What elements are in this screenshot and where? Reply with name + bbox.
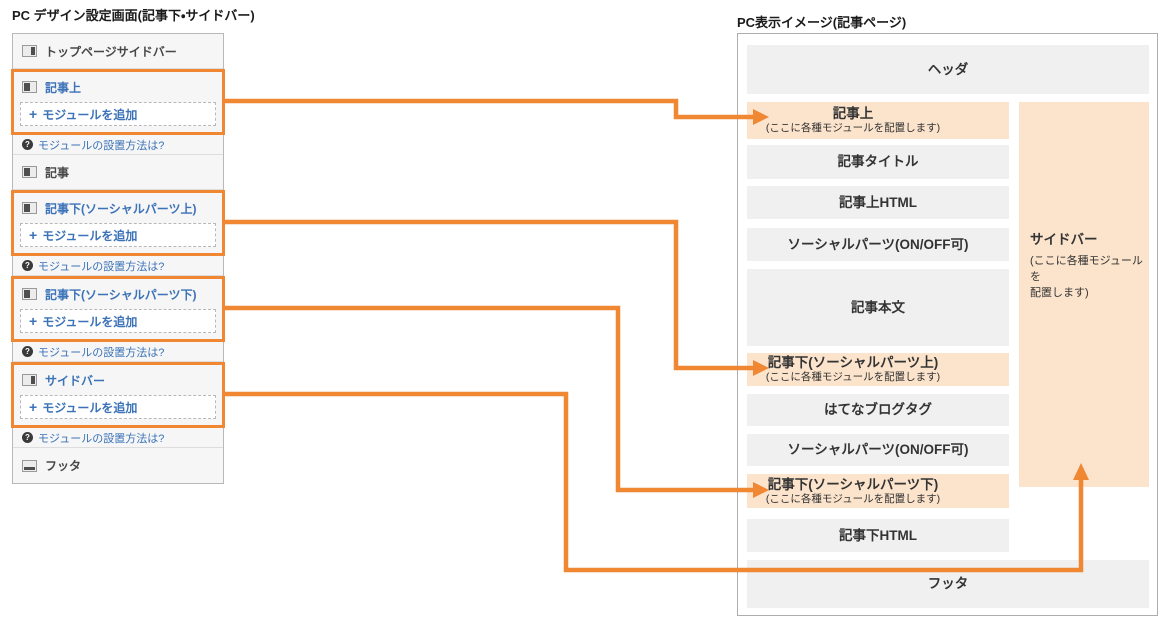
pc-preview-panel: ヘッダ 記事上 (ここに各種モジュールを配置します) 記事タイトル 記事上HTM… (737, 33, 1158, 616)
block-label: 記事下(ソーシャルパーツ上) (767, 355, 939, 371)
question-icon: ? (22, 432, 33, 443)
help-link-label: モジュールの設置方法は? (38, 432, 165, 445)
block-note: 配置します) (1030, 286, 1089, 299)
help-link-row[interactable]: ? モジュールの設置方法は? (13, 428, 223, 448)
right-figure-title: PC表示イメージ(記事ページ) (737, 15, 907, 30)
add-module-label: モジュールを追加 (42, 314, 138, 329)
preview-article-bottom-social-top-block: 記事下(ソーシャルパーツ上) (ここに各種モジュールを配置します) (747, 353, 1009, 386)
block-note: (ここに各種モジュールを配置します) (765, 492, 941, 505)
block-label: 記事下(ソーシャルパーツ下) (767, 476, 939, 492)
question-icon: ? (22, 260, 33, 271)
section-label: トップページサイドバー (45, 44, 177, 59)
add-module-label: モジュールを追加 (42, 228, 138, 243)
help-link-row[interactable]: ? モジュールの設置方法は? (13, 135, 223, 155)
block-note: (ここに各種モジュール を (1030, 255, 1143, 283)
layout-content-left-icon (22, 81, 37, 93)
section-footer[interactable]: フッタ (13, 448, 223, 483)
arrow-article-top (224, 98, 753, 120)
section-label: 記事下(ソーシャルパーツ上) (45, 201, 197, 216)
help-link-label: モジュールの設置方法は? (38, 260, 165, 273)
preview-article-body-block: 記事本文 (747, 269, 1009, 346)
plus-icon: + (29, 313, 38, 329)
block-label: フッタ (927, 576, 969, 592)
add-module-button[interactable]: + モジュールを追加 (20, 395, 216, 419)
help-link-label: モジュールの設置方法は? (38, 139, 165, 152)
plus-icon: + (29, 399, 38, 415)
section-article-bottom-social-bottom[interactable]: 記事下(ソーシャルパーツ下) (14, 279, 222, 309)
block-label: 記事下HTML (839, 527, 917, 543)
section-label: 記事下(ソーシャルパーツ下) (45, 287, 197, 302)
preview-article-top-html-block: 記事上HTML (747, 186, 1009, 219)
question-icon: ? (22, 346, 33, 357)
block-label: ヘッダ (927, 61, 969, 77)
highlight-box-sidebar: サイドバー + モジュールを追加 (11, 362, 225, 428)
layout-sidebar-right-icon (22, 45, 37, 57)
plus-icon: + (29, 106, 38, 122)
highlight-box-article-bottom-social-bottom: 記事下(ソーシャルパーツ下) + モジュールを追加 (11, 276, 225, 342)
design-settings-panel: トップページサイドバー 記事上 + モジュールを追加 ? モジュールの設置方法は… (11, 33, 225, 484)
preview-sidebar-block: サイドバー (ここに各種モジュール を 配置します) (1019, 102, 1149, 487)
add-module-label: モジュールを追加 (42, 400, 138, 415)
layout-footer-icon (22, 459, 37, 472)
arrow-article-bottom-social-bottom (224, 305, 753, 493)
plus-icon: + (29, 227, 38, 243)
block-label: 記事タイトル (837, 154, 919, 170)
add-module-button[interactable]: + モジュールを追加 (20, 309, 216, 333)
block-label: 記事上 (832, 106, 874, 122)
add-module-label: モジュールを追加 (42, 107, 138, 122)
section-article-top[interactable]: 記事上 (14, 72, 222, 102)
block-note: (ここに各種モジュールを配置します) (765, 122, 941, 135)
block-label: 記事本文 (851, 299, 905, 315)
section-article-bottom-social-top[interactable]: 記事下(ソーシャルパーツ上) (14, 193, 222, 223)
arrow-article-bottom-social-top (224, 219, 753, 371)
section-label: 記事 (45, 165, 70, 180)
layout-content-left-icon (22, 288, 37, 300)
highlight-box-article-bottom-social-top: 記事下(ソーシャルパーツ上) + モジュールを追加 (11, 190, 225, 256)
preview-article-bottom-html-block: 記事下HTML (747, 519, 1009, 552)
block-label: はてなブログタグ (824, 402, 932, 418)
preview-article-bottom-social-bottom-block: 記事下(ソーシャルパーツ下) (ここに各種モジュールを配置します) (747, 474, 1009, 508)
help-link-row[interactable]: ? モジュールの設置方法は? (13, 342, 223, 362)
section-label: 記事上 (45, 80, 82, 95)
section-article[interactable]: 記事 (13, 155, 223, 190)
preview-hatena-blog-tag-block: はてなブログタグ (747, 394, 1009, 426)
block-label: サイドバー (1030, 232, 1098, 248)
preview-footer-block: フッタ (747, 560, 1149, 608)
section-top-page-sidebar[interactable]: トップページサイドバー (13, 34, 223, 69)
highlight-box-article-top: 記事上 + モジュールを追加 (11, 69, 225, 135)
section-sidebar[interactable]: サイドバー (14, 365, 222, 395)
block-label: ソーシャルパーツ(ON/OFF可) (787, 442, 969, 458)
add-module-button[interactable]: + モジュールを追加 (20, 102, 216, 126)
layout-sidebar-right-icon (22, 374, 37, 386)
add-module-button[interactable]: + モジュールを追加 (20, 223, 216, 247)
layout-content-left-icon (22, 166, 37, 178)
block-label: ソーシャルパーツ(ON/OFF可) (787, 236, 969, 252)
question-icon: ? (22, 139, 33, 150)
help-link-row[interactable]: ? モジュールの設置方法は? (13, 256, 223, 276)
help-link-label: モジュールの設置方法は? (38, 346, 165, 359)
layout-content-left-icon (22, 202, 37, 214)
section-label: フッタ (45, 459, 82, 473)
block-label: 記事上HTML (839, 194, 917, 210)
preview-article-title-block: 記事タイトル (747, 145, 1009, 179)
block-note: (ここに各種モジュールを配置します) (765, 371, 941, 384)
preview-social-parts-bottom-block: ソーシャルパーツ(ON/OFF可) (747, 434, 1009, 466)
left-figure-title: PC デザイン設定画面(記事下・サイドバー) (12, 8, 255, 23)
preview-header-block: ヘッダ (747, 45, 1149, 94)
preview-article-top-block: 記事上 (ここに各種モジュールを配置します) (747, 102, 1009, 139)
preview-social-parts-top-block: ソーシャルパーツ(ON/OFF可) (747, 228, 1009, 261)
section-label: サイドバー (45, 373, 106, 388)
